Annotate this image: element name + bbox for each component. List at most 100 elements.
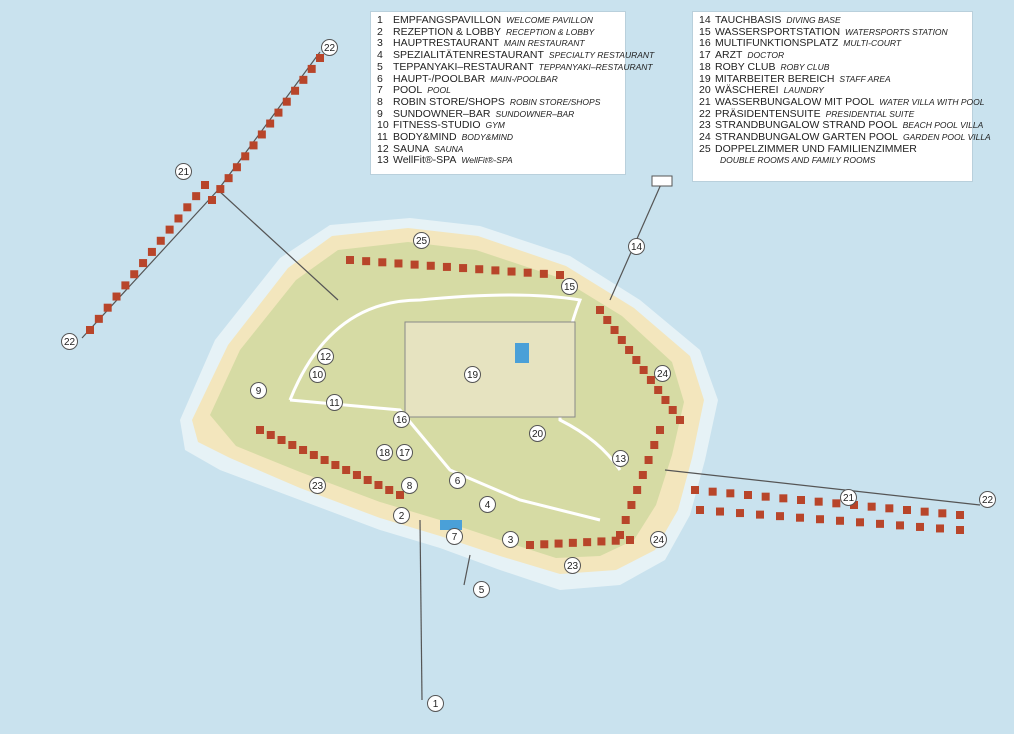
map-marker[interactable]: 13 (612, 450, 629, 467)
map-marker[interactable]: 18 (376, 444, 393, 461)
villa (103, 303, 112, 312)
legend-label-de: ROBIN STORE/SHOPS (393, 95, 505, 108)
villa (282, 97, 291, 106)
villa (756, 510, 764, 519)
legend-label-de: SPEZIALITÄTENRESTAURANT (393, 49, 544, 62)
map-marker[interactable]: 11 (326, 394, 343, 411)
map-marker[interactable]: 24 (654, 365, 671, 382)
villa (556, 271, 564, 279)
map-marker[interactable]: 9 (250, 382, 267, 399)
villa (646, 376, 655, 384)
villa (346, 256, 354, 264)
villa (644, 456, 653, 464)
villa (174, 214, 183, 223)
map-marker[interactable]: 22 (321, 39, 338, 56)
legend-label-en: DOCTOR (747, 50, 785, 61)
map-marker[interactable]: 4 (479, 496, 496, 513)
map-marker[interactable]: 19 (464, 366, 481, 383)
legend-label-de: ARZT (715, 49, 743, 62)
legend-label-en: BEACH POOL VILLA (902, 120, 984, 131)
map-marker[interactable]: 22 (979, 491, 996, 508)
villa (836, 516, 844, 525)
villa (938, 509, 947, 518)
villa (656, 426, 664, 434)
villa (816, 515, 824, 524)
map-marker[interactable]: 15 (561, 278, 578, 295)
legend-label-en: DIVING BASE (786, 15, 841, 25)
map-marker[interactable]: 8 (401, 477, 418, 494)
map-marker[interactable]: 5 (473, 581, 490, 598)
villa (299, 446, 308, 454)
legend-label-de: HAUPT-/POOLBAR (393, 72, 486, 85)
villa (309, 451, 318, 459)
villa (459, 264, 468, 273)
legend-label-de: ROBY CLUB (715, 60, 776, 73)
legend-label-de: STRANDBUNGALOW STRAND POOL (715, 119, 898, 132)
map-marker[interactable]: 2 (393, 507, 410, 524)
legend-number: 5 (377, 60, 383, 73)
villa (744, 491, 752, 499)
legend-number: 11 (377, 131, 388, 144)
villa (156, 236, 165, 245)
map-marker[interactable]: 14 (628, 238, 645, 255)
legend-label-en: POOL (427, 85, 451, 96)
map-marker[interactable]: 12 (317, 348, 334, 365)
map-marker[interactable]: 7 (446, 528, 463, 545)
map-marker[interactable]: 21 (840, 489, 857, 506)
villa (374, 481, 383, 489)
legend-number: 6 (377, 72, 383, 85)
map-marker[interactable]: 20 (529, 425, 546, 442)
paths (288, 293, 622, 522)
villa (266, 119, 275, 128)
map-marker[interactable]: 24 (650, 531, 667, 548)
legend-label-en: SAUNA (434, 143, 464, 154)
villa (274, 108, 283, 117)
legend-label-de: WellFit®-SPA (393, 154, 457, 167)
map-marker[interactable]: 16 (393, 411, 410, 428)
map-marker[interactable]: 23 (309, 477, 326, 494)
map-marker[interactable]: 25 (413, 232, 430, 249)
legend-number: 7 (377, 84, 383, 97)
villa (362, 257, 371, 266)
legend-label-de: TEPPANYAKI–RESTAURANT (393, 60, 534, 73)
villa (626, 536, 634, 544)
villa (394, 259, 403, 268)
map-marker[interactable]: 17 (396, 444, 413, 461)
legend-label-en: WATERSPORTS STATION (845, 26, 948, 37)
villa (597, 537, 606, 546)
legend-label-de: MITARBEITER BEREICH (715, 72, 835, 85)
villa (316, 54, 324, 62)
legend-number: 22 (699, 107, 711, 120)
villa (668, 406, 677, 414)
map-marker[interactable]: 22 (61, 333, 78, 350)
legend-number: 21 (699, 95, 711, 108)
legend-number: 4 (377, 49, 383, 62)
map-marker[interactable]: 10 (309, 366, 326, 383)
legend-number: 15 (699, 25, 711, 38)
villa (779, 494, 788, 503)
villa (633, 486, 642, 494)
villa (638, 471, 647, 479)
villa (850, 501, 858, 509)
map-marker[interactable]: 21 (175, 163, 192, 180)
map-marker[interactable]: 6 (449, 472, 466, 489)
villa (736, 509, 744, 518)
villa (291, 86, 300, 95)
villa (639, 366, 648, 374)
legend-label-en: SUNDOWNER–BAR (495, 108, 575, 119)
villa (920, 507, 929, 516)
map-marker[interactable]: 23 (564, 557, 581, 574)
villa (650, 441, 659, 449)
map-marker[interactable]: 1 (427, 695, 444, 712)
legend-number: 2 (377, 25, 383, 38)
map-marker[interactable]: 3 (502, 531, 519, 548)
